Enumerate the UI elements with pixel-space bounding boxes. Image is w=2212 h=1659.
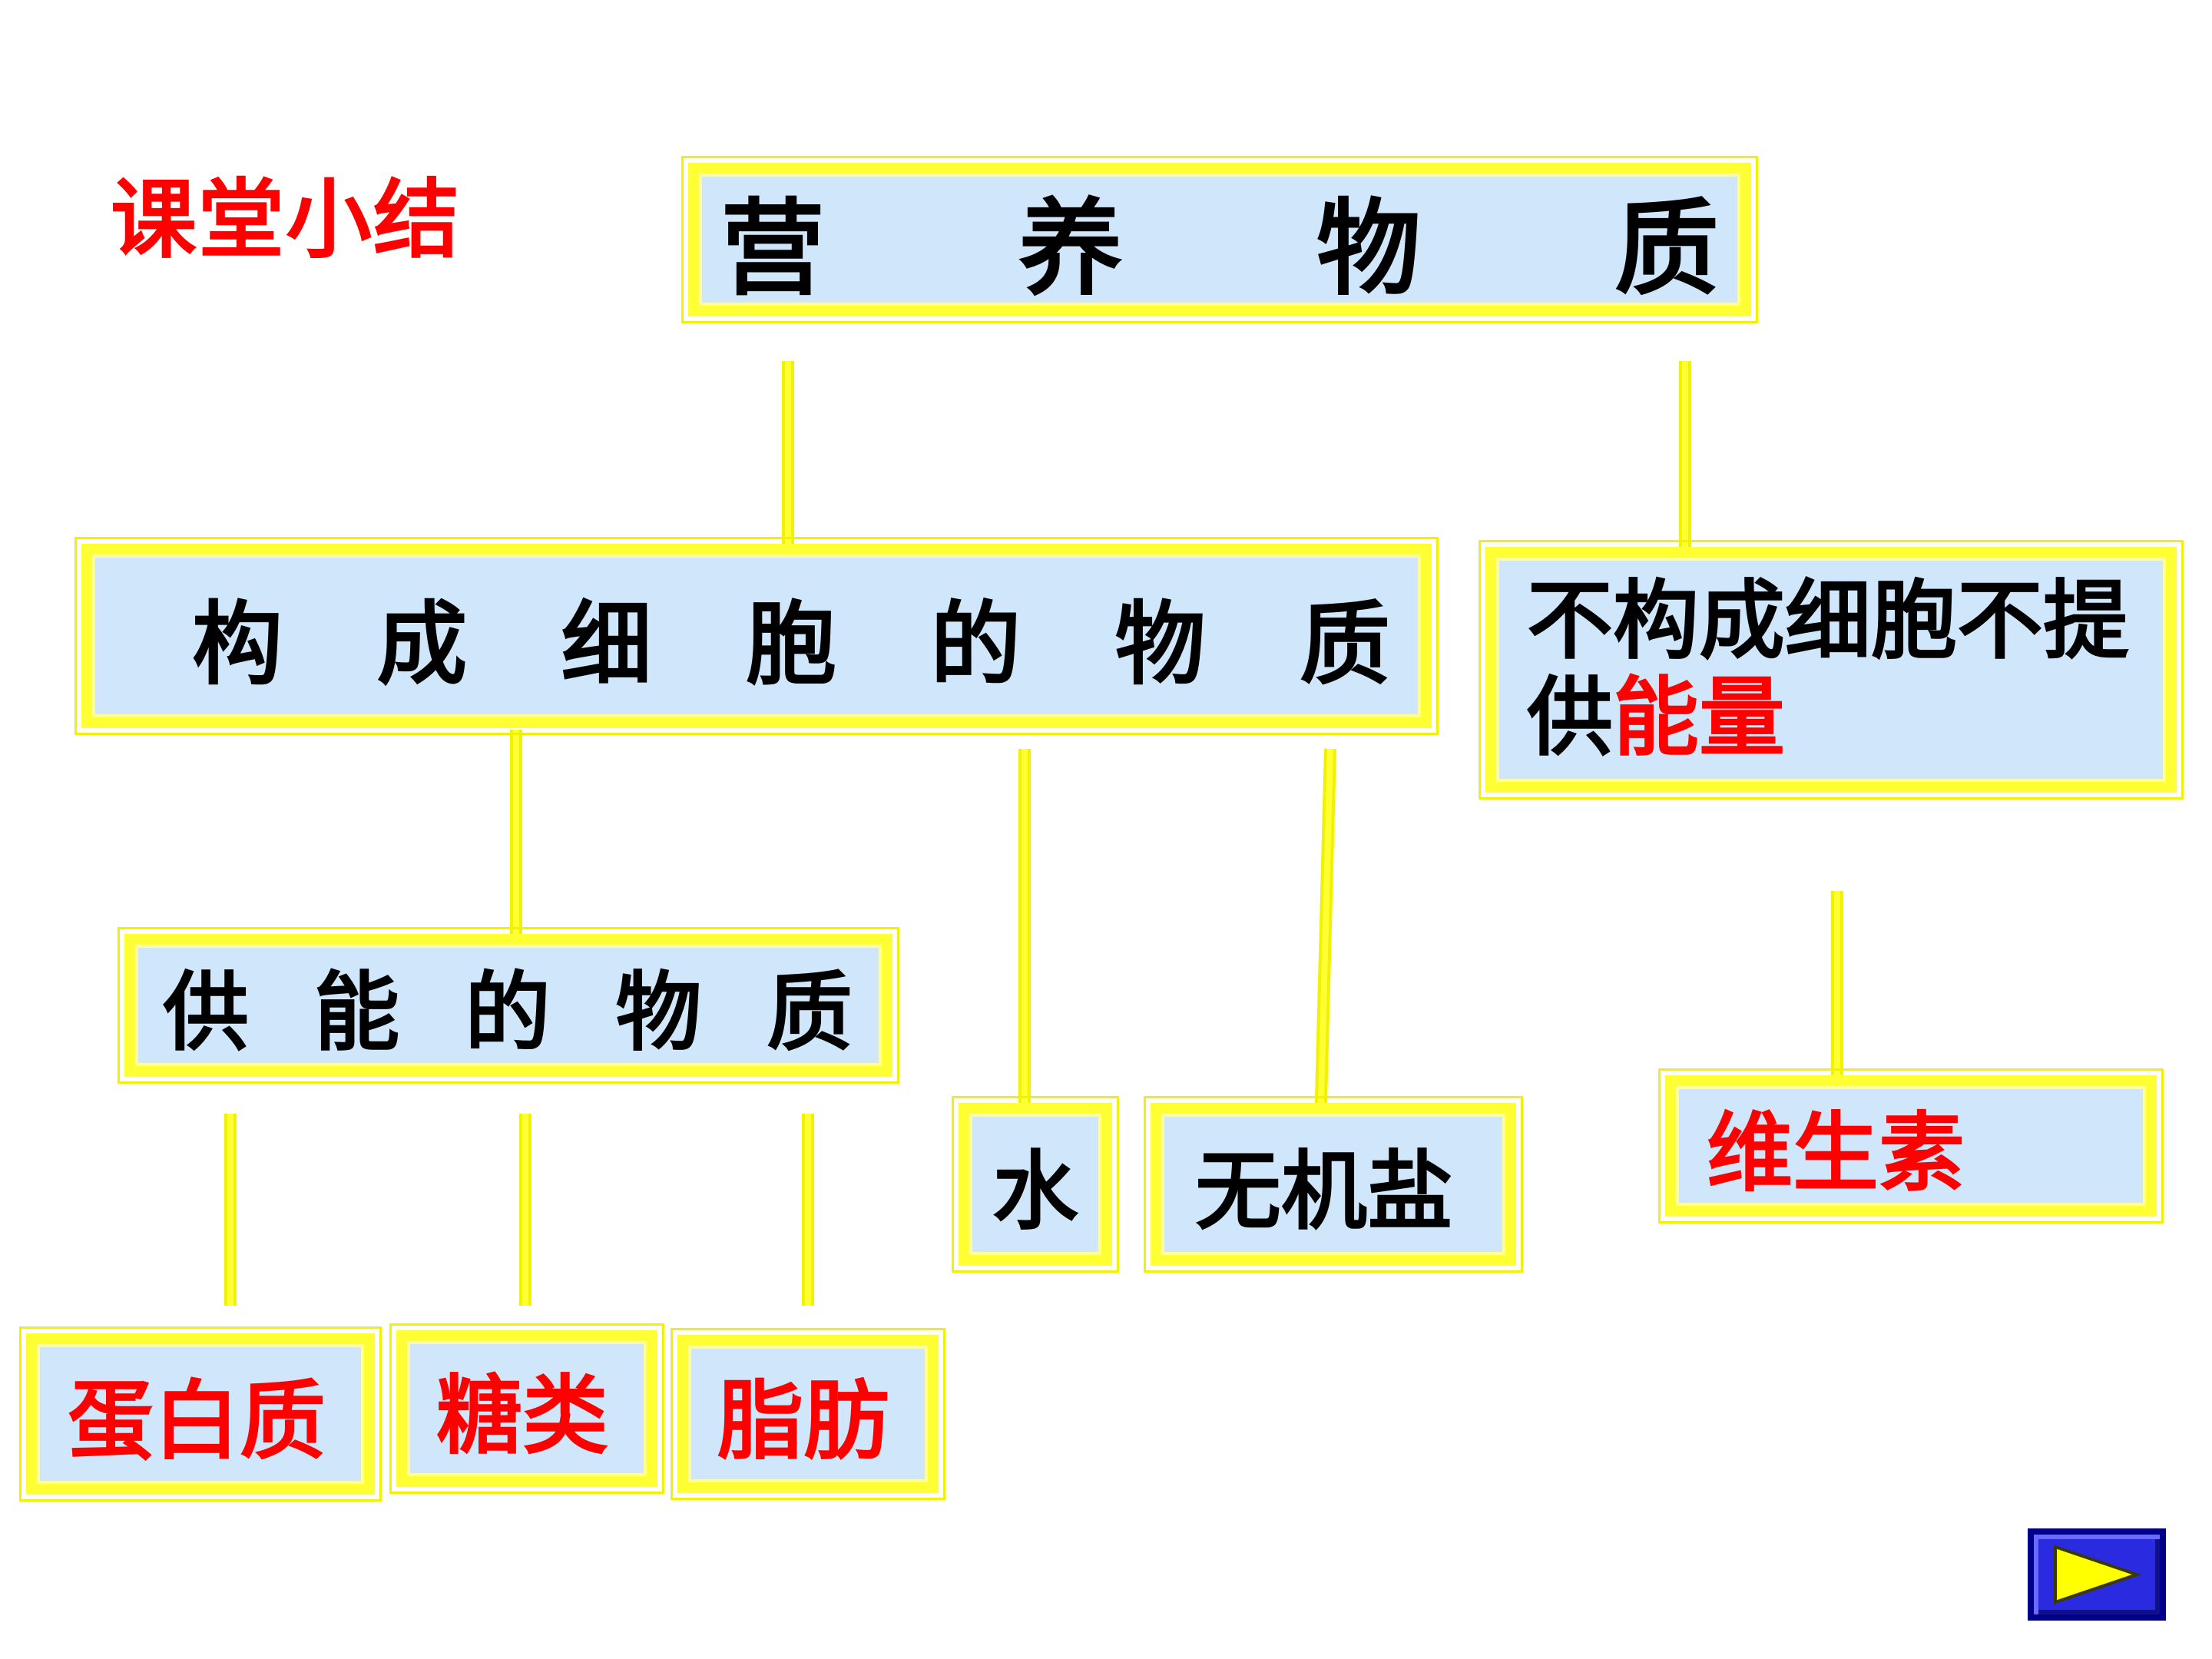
energy-char: 供 <box>163 963 249 1063</box>
sugars-label: 糖类 <box>436 1366 608 1466</box>
non-structural-line2: 供能量 <box>1527 670 2129 767</box>
structural-char: 胞 <box>745 591 836 697</box>
non-structural-line1: 不构成细胞不提 <box>1527 571 2129 671</box>
connector-structural-minerals <box>1314 748 1336 1107</box>
energy-node: 供 能 的 物 质 <box>118 927 899 1084</box>
protein-node: 蛋白质 <box>19 1326 382 1502</box>
next-slide-button[interactable] <box>2028 1528 2166 1621</box>
structural-char: 成 <box>376 591 468 697</box>
connector-energy-protein <box>224 1114 237 1306</box>
non-structural-line2-prefix: 供 <box>1527 668 1613 768</box>
sugars-node: 糖类 <box>389 1323 664 1494</box>
connector-energy-fat <box>802 1114 814 1306</box>
protein-label: 蛋白质 <box>68 1372 326 1472</box>
root-char: 养 <box>1018 188 1123 310</box>
vitamins-node: 维生素 <box>1658 1068 2164 1224</box>
energy-char: 物 <box>615 963 702 1063</box>
connector-structural-water <box>1018 749 1031 1106</box>
root-node: 营 养 物 质 <box>681 156 1758 323</box>
fat-label: 脂肪 <box>717 1372 889 1472</box>
energy-char: 质 <box>767 963 853 1063</box>
vitamins-label: 维生素 <box>1707 1104 1965 1204</box>
connector-root-structural <box>782 361 794 557</box>
structural-node: 构 成 细 胞 的 物 质 <box>75 537 1439 735</box>
connector-root-nonstructural <box>1679 361 1691 557</box>
root-char: 物 <box>1316 188 1421 310</box>
page-title: 课堂小结 <box>111 171 461 270</box>
connector-energy-sugars <box>519 1114 531 1306</box>
fat-node: 脂肪 <box>671 1328 945 1500</box>
connector-nonstructural-vitamins <box>1831 891 1843 1098</box>
structural-char: 构 <box>192 591 283 697</box>
structural-char: 的 <box>930 591 1022 697</box>
non-structural-text: 不构成细胞不提 供能量 <box>1527 573 2129 767</box>
water-node: 水 <box>952 1096 1119 1273</box>
non-structural-node: 不构成细胞不提 供能量 <box>1479 540 2184 800</box>
energy-char: 的 <box>465 963 551 1063</box>
structural-char: 物 <box>1114 591 1206 697</box>
play-triangle-icon <box>2054 1545 2142 1604</box>
structural-char: 细 <box>561 591 652 697</box>
structural-char: 质 <box>1299 591 1390 697</box>
energy-char: 能 <box>313 963 400 1063</box>
connector-structural-energy <box>510 730 522 941</box>
water-label: 水 <box>992 1142 1078 1242</box>
root-char: 营 <box>720 188 825 310</box>
root-char: 质 <box>1614 188 1719 310</box>
non-structural-highlight: 能量 <box>1613 668 1785 768</box>
minerals-label: 无机盐 <box>1195 1142 1453 1242</box>
minerals-node: 无机盐 <box>1144 1096 1523 1273</box>
